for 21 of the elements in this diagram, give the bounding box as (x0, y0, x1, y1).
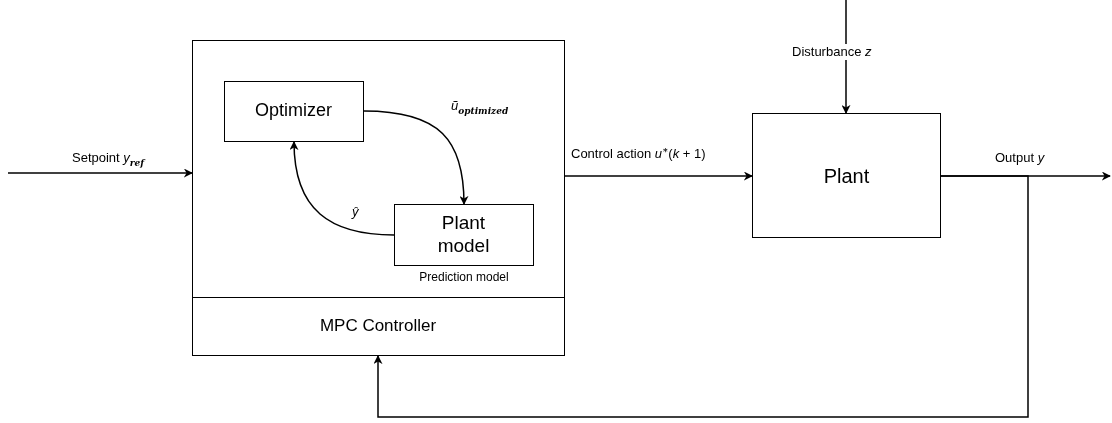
node-label: Optimizer (255, 100, 332, 122)
process-box (223, 80, 364, 142)
arrow (289, 141, 395, 236)
arrow (841, 0, 851, 114)
process-box (752, 113, 941, 238)
node-caption: Prediction model (419, 270, 509, 284)
arrow (564, 171, 753, 181)
edge-label: ũ$_{optimized}$ (449, 98, 511, 117)
controller-box (192, 40, 565, 356)
node-label: Plant model (436, 211, 491, 258)
edge-label: Disturbance z (790, 44, 874, 60)
arrow (7, 168, 193, 178)
edge-label: Output y (993, 150, 1047, 166)
arrow (373, 175, 1029, 418)
edge-label: ŷ (350, 204, 361, 220)
node-label: Plant (823, 163, 870, 188)
process-box (393, 203, 534, 266)
node-label: MPC Controller (319, 315, 437, 337)
edge-label: Setpoint y$_{ref}$ (70, 150, 147, 169)
edge-label: Control action u$^{∗}$(k + 1) (569, 145, 708, 162)
arrow (363, 110, 469, 205)
